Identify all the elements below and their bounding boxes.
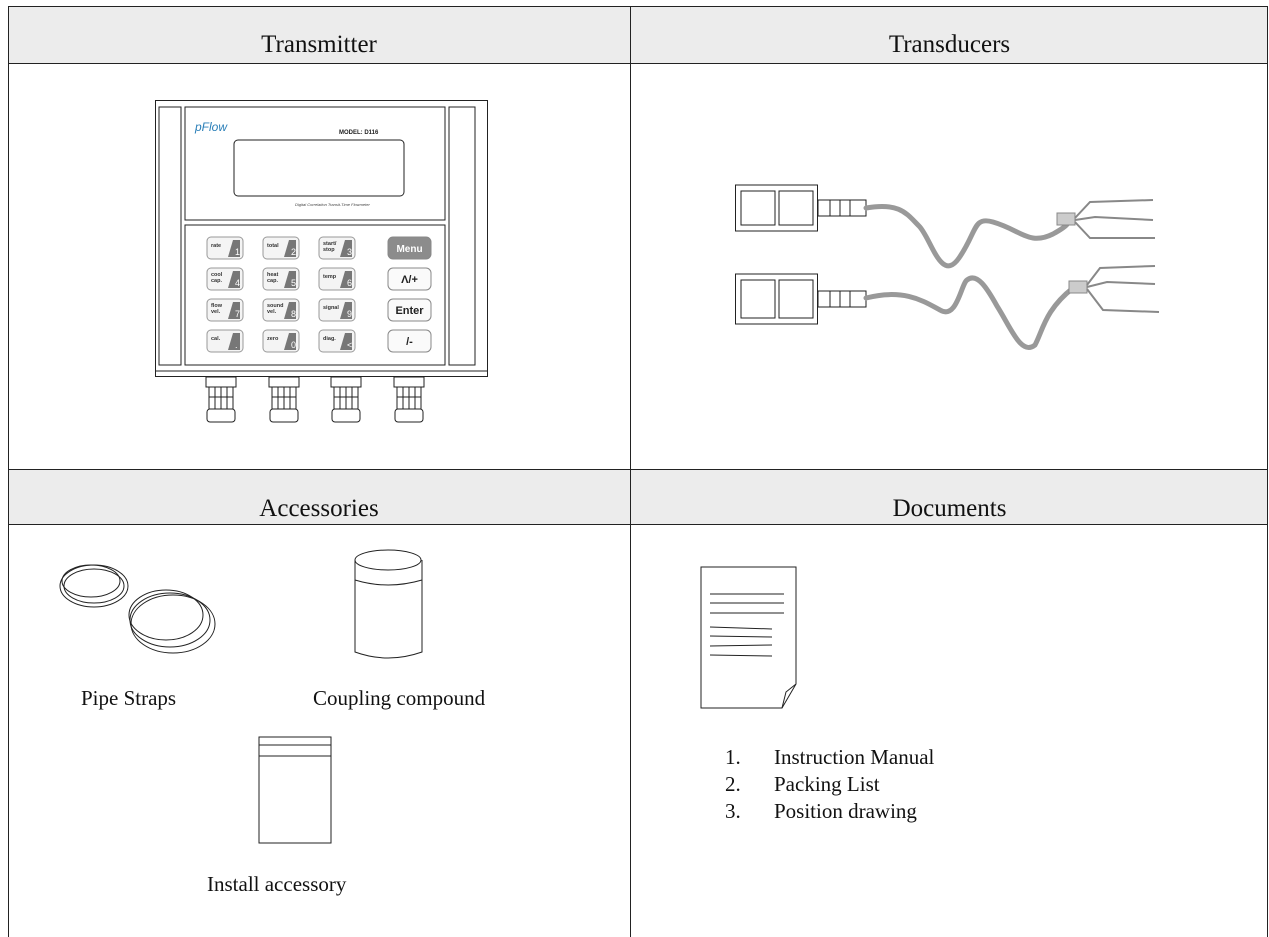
coupling-compound-label: Coupling compound (313, 686, 486, 710)
keypad-key-label: cap. (267, 278, 278, 284)
pipe-straps-label: Pipe Straps (81, 686, 177, 710)
side-key[interactable]: Enter (387, 298, 432, 322)
keypad-key-label: cool (211, 272, 223, 278)
keypad-key-number: 9 (347, 309, 352, 319)
packing-table (8, 6, 1268, 937)
keypad-key-number: 8 (291, 309, 296, 319)
keypad-key-label: sound (267, 303, 284, 309)
keypad-key-number: 2 (291, 247, 296, 257)
list-item-text: Packing List (774, 772, 880, 796)
model-label: MODEL: D116 (339, 130, 379, 136)
keypad-key-number: 1 (235, 247, 240, 257)
keypad-key[interactable]: signal 9 (318, 298, 356, 322)
list-item-number: 2. (725, 772, 741, 796)
keypad-key-label: flow (211, 303, 223, 309)
table-top-border (8, 6, 1268, 7)
side-key-label: /- (406, 336, 413, 348)
header-row-top (8, 6, 1268, 63)
pipe-straps-icon (59, 564, 216, 654)
table-left-border (8, 6, 9, 937)
keypad-key-label: rate (211, 243, 221, 249)
side-key[interactable]: Menu (387, 236, 432, 260)
keypad-key[interactable]: temp 6 (318, 267, 356, 291)
keypad-key-label: vel. (267, 309, 277, 315)
keypad-key-label: signal (323, 305, 339, 311)
header-accessories: Accessories (259, 495, 379, 522)
keypad-key-number: 5 (291, 278, 296, 288)
list-item-number: 1. (725, 745, 741, 769)
keypad-key-label: zero (267, 336, 279, 342)
install-accessory-label: Install accessory (207, 872, 347, 896)
cable-gland-4 (393, 376, 425, 423)
keypad-key-label: heat (267, 272, 278, 278)
header-row-bottom (8, 469, 1268, 524)
keypad-key-number: < (347, 340, 352, 350)
keypad-key-label: stop (323, 247, 335, 253)
keypad-key-label: diag. (323, 336, 336, 342)
keypad-key[interactable]: start/stop 3 (318, 236, 356, 260)
keypad-key-number: 4 (235, 278, 240, 288)
install-accessory-icon (258, 736, 332, 844)
keypad-key-label: start/ (323, 241, 337, 247)
side-key[interactable]: Λ/+ (387, 267, 432, 291)
keypad-key[interactable]: total 2 (262, 236, 300, 260)
transducer-lower (735, 265, 1160, 350)
row-divider (8, 469, 1268, 470)
list-item-text: Instruction Manual (774, 745, 935, 769)
brand-logo: pFlow (194, 120, 228, 134)
keypad-key-label: temp (323, 274, 337, 280)
keypad-key-label: total (267, 243, 279, 249)
keypad-key-label: cal. (211, 336, 221, 342)
transducers-illustration (735, 184, 1160, 350)
header-documents: Documents (892, 495, 1007, 522)
side-key-label: Enter (395, 305, 424, 317)
header-divider-top (8, 63, 1268, 64)
keypad-key[interactable]: diag. < (318, 329, 356, 353)
keypad-key[interactable]: rate 1 (206, 236, 244, 260)
side-key-label: Λ/+ (401, 274, 418, 286)
header-transducers: Transducers (888, 31, 1011, 58)
tagline: Digital Correlation Transit-Time Flowmet… (295, 202, 370, 207)
cable-gland-2 (268, 376, 300, 423)
side-key-label: Menu (396, 244, 422, 255)
keypad-key-number: 7 (235, 309, 240, 319)
document-icon (700, 566, 797, 709)
column-divider (630, 6, 631, 937)
keypad-key-number: 0 (291, 340, 296, 350)
coupling-compound-icon (354, 549, 423, 659)
transducer-upper (735, 184, 1155, 269)
list-item-text: Position drawing (774, 799, 917, 823)
header-transmitter: Transmitter (261, 31, 377, 58)
keypad-key-label: cap. (211, 278, 222, 284)
transmitter-illustration: pFlow MODEL: D116 Digital Correlation Tr… (155, 100, 488, 423)
keypad-key-number: 6 (347, 278, 352, 288)
keypad-key-label: vel. (211, 309, 221, 315)
cable-gland-1 (205, 376, 237, 423)
keypad-key-number: . (235, 340, 238, 350)
side-key[interactable]: /- (387, 329, 432, 353)
cable-gland-3 (330, 376, 362, 423)
keypad-key[interactable]: zero 0 (262, 329, 300, 353)
header-divider-bottom (8, 524, 1268, 525)
table-right-border (1267, 6, 1268, 937)
list-item-number: 3. (725, 799, 741, 823)
keypad-key[interactable]: cal.. (206, 329, 244, 353)
keypad-key-number: 3 (347, 247, 352, 257)
